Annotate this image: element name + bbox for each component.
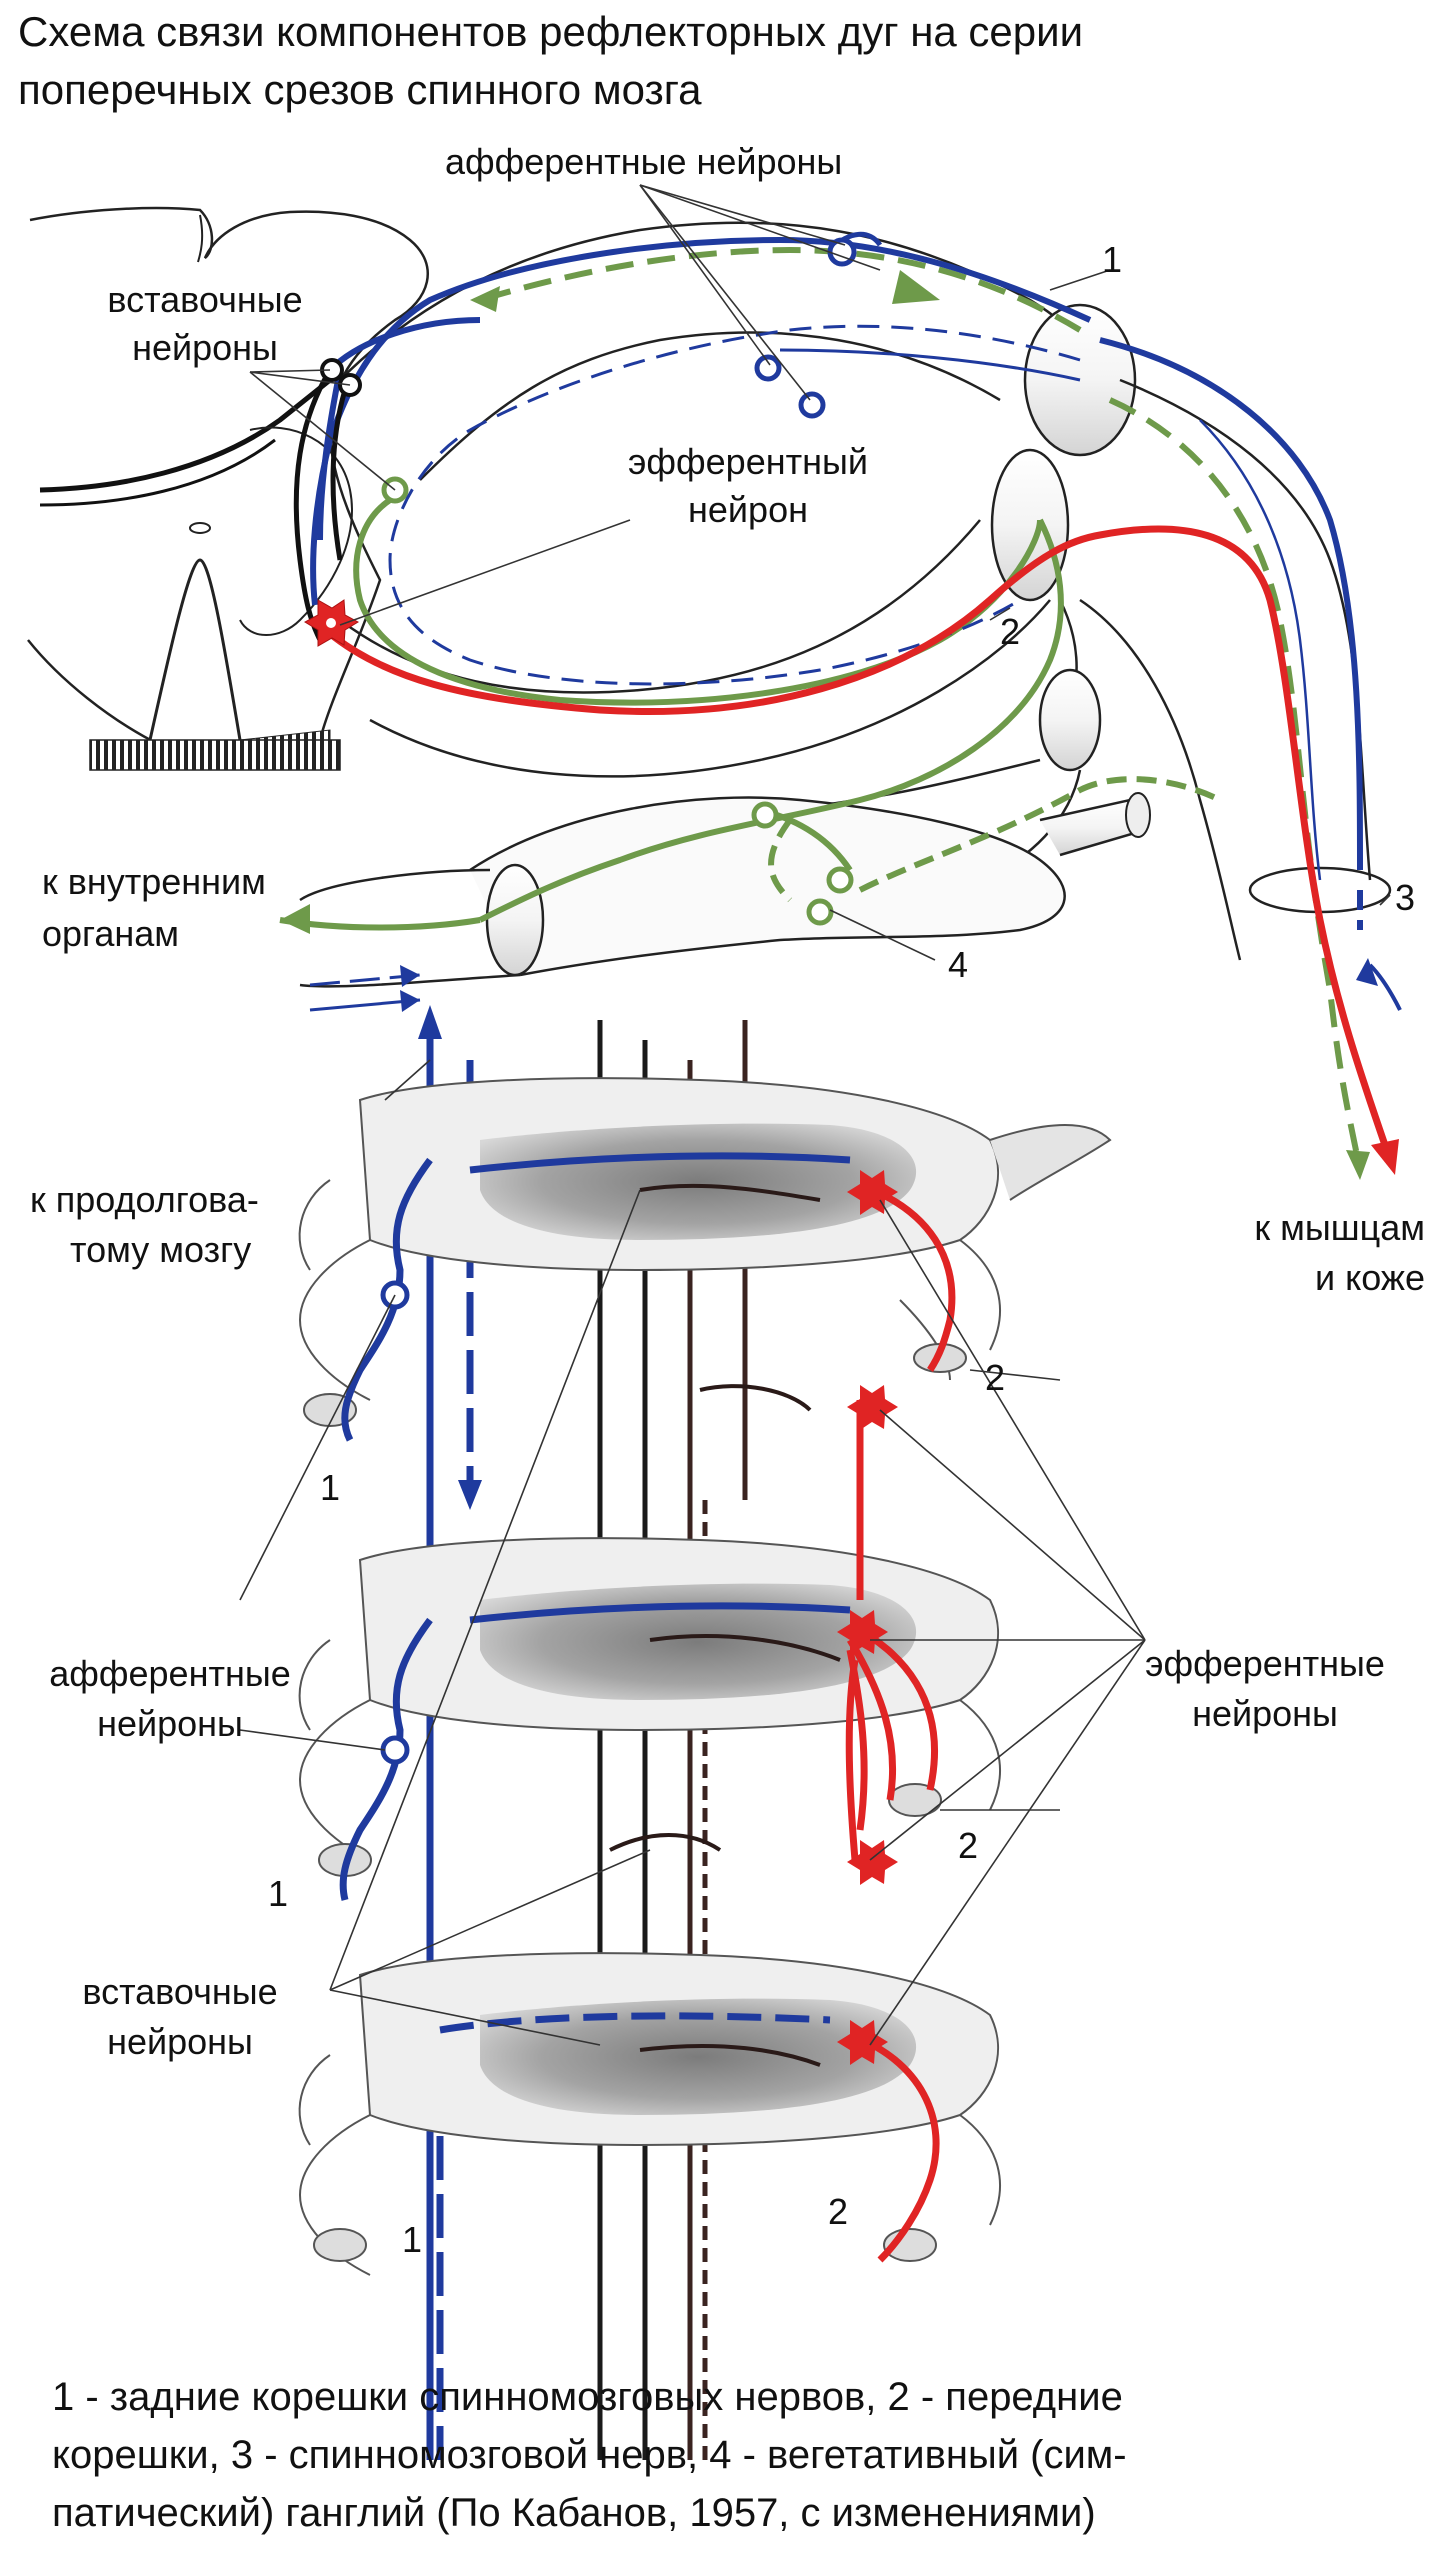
ventral-root-cut xyxy=(990,448,1070,602)
label-to-muscles-2: и коже xyxy=(1315,1257,1425,1298)
spinal-cord-cross-section xyxy=(27,206,429,771)
number-1-top: 1 xyxy=(1102,239,1123,280)
leader-lines-top xyxy=(249,184,1391,961)
title-line-1: Схема связи компонентов рефлекторных дуг… xyxy=(18,8,1084,55)
number-2-top: 2 xyxy=(1000,611,1021,652)
label-interneurons-bottom-2: нейроны xyxy=(107,2021,253,2062)
cord-outline-top xyxy=(29,206,429,752)
interneurons-top xyxy=(293,368,348,642)
number-2-bottom-c: 2 xyxy=(828,2191,849,2232)
label-efferent-neurons-bottom-2: нейроны xyxy=(1192,1693,1338,1734)
label-efferent-neurons-bottom-1: эфферентные xyxy=(1145,1643,1385,1684)
number-3-top: 3 xyxy=(1395,877,1416,918)
autonomic-fibres-top xyxy=(279,246,1370,1180)
spinal-segments xyxy=(239,1005,1146,2460)
segment-2 xyxy=(298,1537,1001,1877)
number-1-bottom-b: 1 xyxy=(268,1873,289,1914)
number-4-top: 4 xyxy=(948,944,969,985)
afferent-fibres-top xyxy=(310,231,1363,930)
title-line-2: поперечных срезов спинного мозга xyxy=(18,66,702,113)
caption-line-1: 1 - задние корешки спинномозговых нервов… xyxy=(52,2375,1123,2419)
ventral-root-top xyxy=(339,378,1372,961)
sympathetic-branch xyxy=(299,599,1392,988)
label-interneurons-top-1: вставочные xyxy=(107,279,303,320)
number-2-bottom-b: 2 xyxy=(958,1825,979,1866)
label-afferent-neurons-top: афферентные нейроны xyxy=(445,141,843,182)
label-efferent-neuron-top-1: эфферентный xyxy=(628,441,868,482)
segment-3 xyxy=(298,1952,1001,2276)
label-afferent-neurons-bottom-2: нейроны xyxy=(97,1703,243,1744)
caption-line-3: патический) ганглий (По Кабанов, 1957, с… xyxy=(52,2491,1096,2535)
label-to-muscles-1: к мышцам xyxy=(1254,1207,1425,1248)
label-interneurons-top-2: нейроны xyxy=(132,327,278,368)
efferent-fibre-top xyxy=(317,525,1394,1162)
sympathetic-ganglion xyxy=(469,796,1066,977)
segment-1 xyxy=(298,1077,1112,1427)
caption-line-2: корешки, 3 - спинномозговой нерв, 4 - ве… xyxy=(52,2433,1127,2477)
label-to-medulla-2: тому мозгу xyxy=(70,1229,252,1270)
label-to-viscera-1: к внутренним xyxy=(42,861,266,902)
label-efferent-neuron-top-2: нейрон xyxy=(688,489,808,530)
label-to-viscera-2: органам xyxy=(42,913,180,954)
number-1-bottom-c: 1 xyxy=(402,2219,423,2260)
number-2-bottom-a: 2 xyxy=(985,1357,1006,1398)
label-afferent-neurons-bottom-1: афферентные xyxy=(49,1653,291,1694)
label-to-medulla-1: к продолгова- xyxy=(30,1179,259,1220)
label-interneurons-bottom-1: вставочные xyxy=(82,1971,278,2012)
number-1-bottom-a: 1 xyxy=(320,1467,341,1508)
